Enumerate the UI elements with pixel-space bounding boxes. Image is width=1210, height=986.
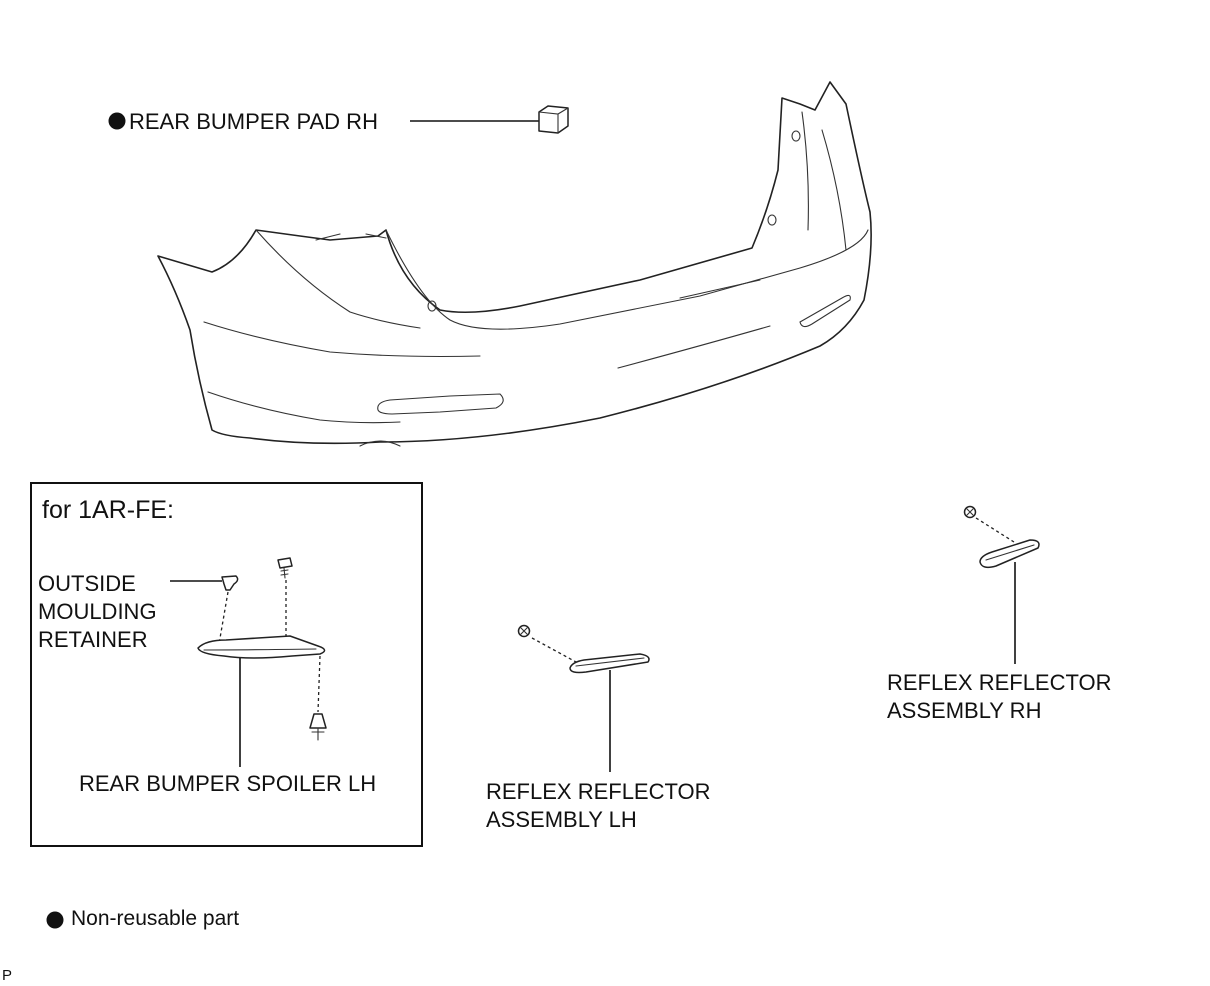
clip-icon	[309, 713, 327, 741]
reflex-reflector-lh: REFLEX REFLECTOR ASSEMBLY LH	[486, 624, 711, 832]
label-outside-moulding-retainer-1: OUTSIDE	[38, 571, 136, 596]
inset-title: for 1AR-FE:	[42, 496, 174, 524]
rear-bumper-spoiler-lh-part	[197, 635, 326, 659]
label-outside-moulding-retainer-2: MOULDING	[38, 599, 157, 624]
screw-icon	[517, 624, 531, 638]
reflector-lh-part	[569, 653, 650, 674]
corner-code: P	[2, 967, 12, 984]
label-reflex-reflector-lh-2: ASSEMBLY LH	[486, 807, 637, 832]
screw-icon	[277, 557, 293, 579]
label-reflex-reflector-rh-1: REFLEX REFLECTOR	[887, 670, 1112, 695]
label-outside-moulding-retainer-3: RETAINER	[38, 627, 148, 652]
reflector-rh-part	[979, 539, 1040, 569]
label-rear-bumper-spoiler-lh: REAR BUMPER SPOILER LH	[79, 771, 376, 796]
label-rear-bumper-pad-rh: REAR BUMPER PAD RH	[129, 109, 378, 134]
label-reflex-reflector-lh-1: REFLEX REFLECTOR	[486, 779, 711, 804]
retainer-clip-icon	[221, 575, 239, 591]
legend-text: Non-reusable part	[71, 907, 239, 930]
label-reflex-reflector-rh-2: ASSEMBLY RH	[887, 698, 1041, 723]
screw-icon	[963, 505, 977, 519]
rear-bumper-cover	[157, 81, 872, 447]
non-reusable-icon	[108, 112, 126, 130]
legend: Non-reusable part	[46, 907, 239, 930]
inset-1ar-fe: for 1AR-FE: OUTSIDE MOULDING RETAINER RE…	[30, 482, 423, 847]
rear-bumper-pad-rh: REAR BUMPER PAD RH	[108, 105, 569, 134]
non-reusable-legend-icon	[46, 911, 64, 929]
reflex-reflector-rh: REFLEX REFLECTOR ASSEMBLY RH	[887, 505, 1112, 723]
